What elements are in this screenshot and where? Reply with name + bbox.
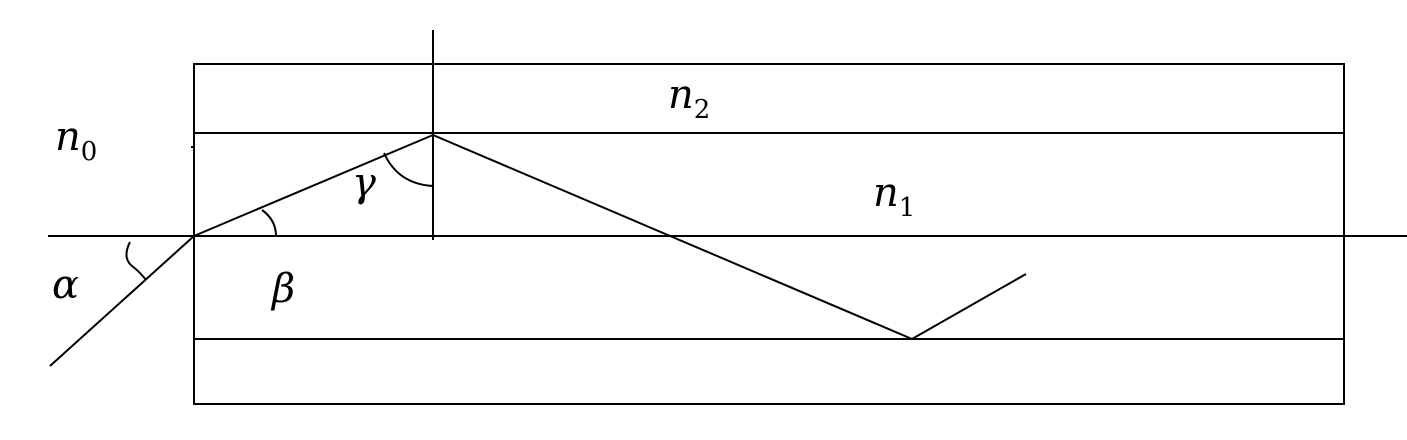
gamma-angle-arc [383,152,434,187]
label-n1: n1 [873,170,915,223]
refracted-ray [193,134,434,237]
alpha-angle-arc [125,241,147,281]
label-n2: n2 [668,72,710,125]
label-beta: β [270,266,295,312]
label-alpha: α [52,262,79,308]
incident-ray [49,235,195,367]
label-n0: n0 [55,114,97,167]
reflected-ray-1 [432,134,913,340]
label-gamma: γ [352,160,376,206]
reflected-ray-2 [911,273,1027,340]
fiber-outer-boundary [193,63,1345,405]
beta-angle-arc [261,209,277,237]
